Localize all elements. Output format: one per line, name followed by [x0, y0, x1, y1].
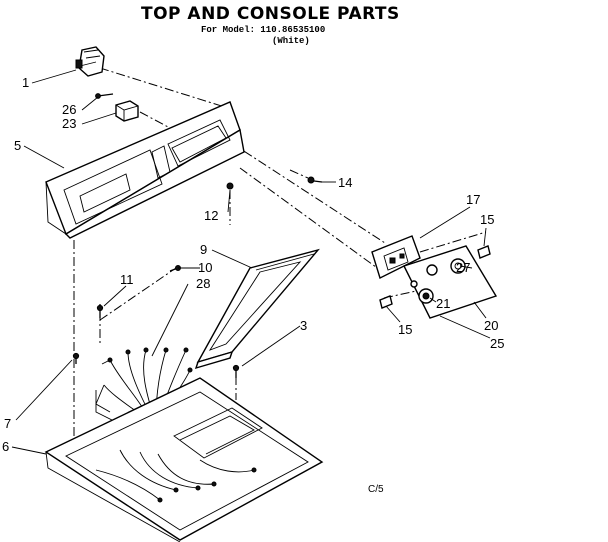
part-11-screw [96, 304, 104, 318]
footer-code: C/5 [368, 484, 384, 495]
label-part-28: 28 [196, 276, 210, 291]
label-part-15-lower: 15 [398, 322, 412, 337]
label-part-10: 10 [198, 260, 212, 275]
part-6-top-panel [44, 377, 324, 542]
color-line: (White) [272, 36, 310, 46]
label-part-6: 6 [2, 439, 9, 454]
label-part-15-upper: 15 [480, 212, 494, 227]
label-part-27: 27 [456, 260, 470, 275]
part-3-screw [232, 364, 240, 378]
label-part-14: 14 [338, 175, 352, 190]
label-part-17: 17 [466, 192, 480, 207]
label-part-9: 9 [200, 242, 207, 257]
diagram-title: TOP AND CONSOLE PARTS [141, 4, 400, 24]
label-part-1: 1 [22, 75, 29, 90]
label-part-21: 21 [436, 296, 450, 311]
part-15-screw-upper [477, 245, 491, 259]
label-part-23: 23 [62, 116, 76, 131]
label-part-20: 20 [484, 318, 498, 333]
label-part-12: 12 [204, 208, 218, 223]
label-part-7: 7 [4, 416, 11, 431]
part-9-door [194, 248, 320, 370]
label-part-25: 25 [490, 336, 504, 351]
part-17-switch-plate [371, 235, 421, 279]
part-7-screw [72, 352, 80, 364]
part-12-screw [226, 182, 234, 190]
part-23-bracket [115, 100, 139, 122]
label-part-5: 5 [14, 138, 21, 153]
part-5-console [45, 101, 245, 239]
model-line: For Model: 110.86535100 [201, 25, 325, 35]
label-part-26: 26 [62, 102, 76, 117]
part-1-switch [75, 46, 105, 77]
leader-lines [11, 69, 491, 455]
part-14-screw [307, 176, 323, 184]
label-part-11: 11 [120, 272, 134, 287]
label-part-3: 3 [300, 318, 307, 333]
part-labels: 1 26 23 5 14 17 15 12 9 10 11 28 27 21 2… [2, 75, 504, 454]
part-15-screw-lower [379, 295, 393, 309]
part-26-screw [95, 93, 114, 99]
